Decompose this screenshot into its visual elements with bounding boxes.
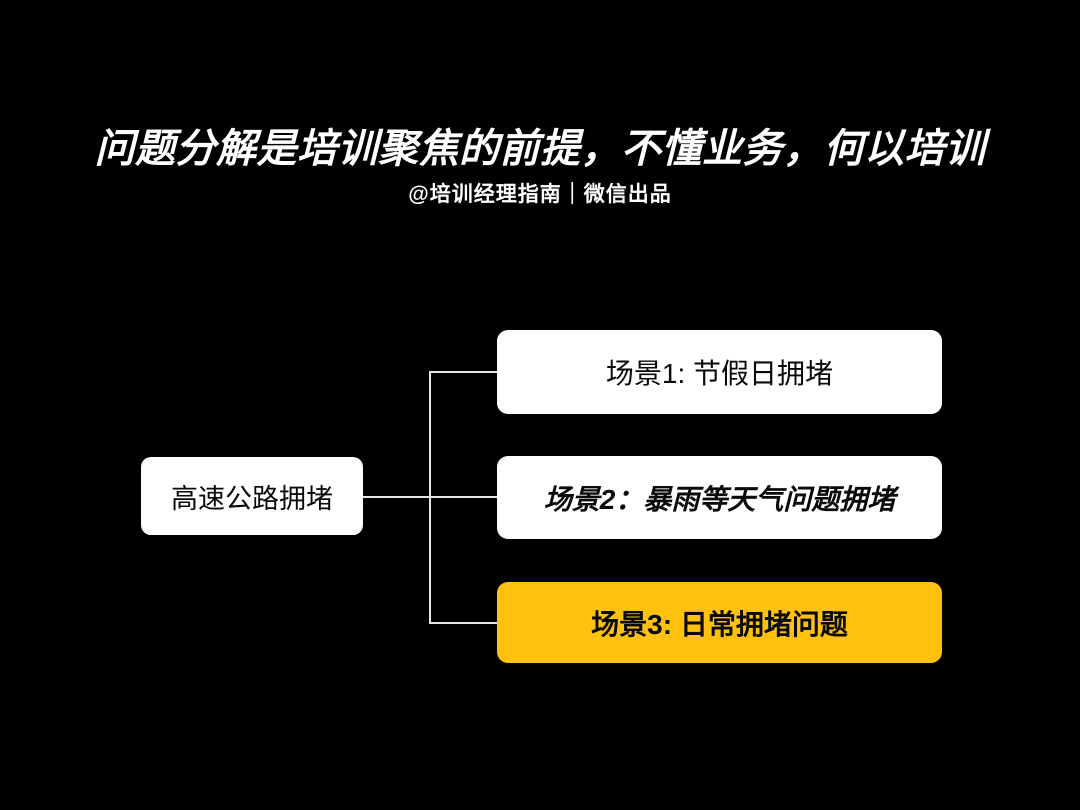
page-title: 问题分解是培训聚焦的前提，不懂业务，何以培训 [94,127,986,171]
connector-branch-bottom [429,622,497,624]
diagram-child-label-scene-2: 场景2：暴雨等天气问题拥堵 [543,483,896,515]
diagram-child-node-scene-2: 场景2：暴雨等天气问题拥堵 [497,456,942,539]
diagram-child-label-scene-3: 场景3: 日常拥堵问题 [591,608,848,640]
page-subtitle: @培训经理指南｜微信出品 [408,183,672,206]
diagram-root-label: 高速公路拥堵 [171,483,333,514]
connector-vertical-spine [429,371,431,624]
diagram-child-label-scene-1: 场景1: 节假日拥堵 [605,358,834,389]
diagram-child-node-scene-3-highlighted: 场景3: 日常拥堵问题 [497,582,942,663]
connector-branch-top [429,371,497,373]
diagram-child-node-scene-1: 场景1: 节假日拥堵 [497,330,942,414]
diagram-root-node: 高速公路拥堵 [141,457,363,535]
